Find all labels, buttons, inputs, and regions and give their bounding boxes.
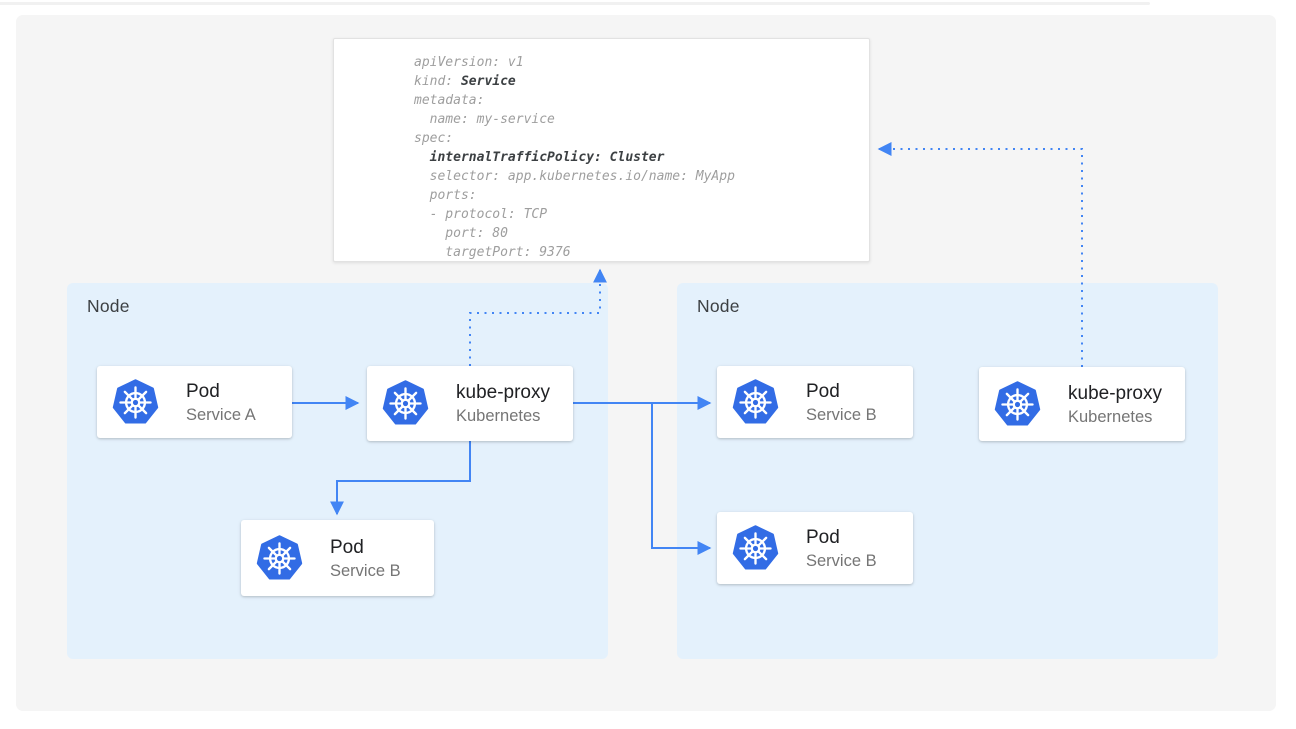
card-subtitle: Service B <box>806 551 877 570</box>
yaml-line: selector: app.kubernetes.io/name: MyApp <box>414 169 735 184</box>
yaml-line: ports: <box>414 188 477 203</box>
yaml-line: spec: <box>414 131 454 146</box>
yaml-line: kind: Service <box>414 74 516 89</box>
yaml-line: - protocol: TCP <box>414 207 548 222</box>
card-title: Pod <box>806 380 840 402</box>
card-title: Pod <box>330 536 364 558</box>
yaml-line: metadata: <box>414 93 485 108</box>
card-subtitle: Service B <box>330 561 401 580</box>
kube-proxy-card-left: kube-proxy Kubernetes <box>367 366 573 441</box>
kubernetes-icon <box>994 380 1041 426</box>
card-subtitle: Service A <box>186 405 256 424</box>
node-box-right: Node <box>677 283 1218 659</box>
card-title: Pod <box>806 526 840 548</box>
kube-proxy-card-right: kube-proxy Kubernetes <box>979 367 1185 441</box>
node-label: Node <box>697 296 740 316</box>
pod-service-b-card-right-node-bottom: Pod Service B <box>717 512 913 584</box>
yaml-line: targetPort: 9376 <box>414 245 571 260</box>
kubernetes-icon <box>732 524 779 570</box>
card-subtitle: Kubernetes <box>456 407 541 425</box>
card-title: kube-proxy <box>1068 382 1162 404</box>
kubernetes-icon <box>732 378 779 424</box>
yaml-line-internal-traffic-policy: internalTrafficPolicy: Cluster <box>429 150 665 165</box>
yaml-line: name: my-service <box>414 112 555 127</box>
node-box-left: Node <box>67 283 608 659</box>
kubernetes-icon <box>112 378 159 424</box>
pod-service-b-card-left-node: Pod Service B <box>241 520 434 596</box>
card-title: kube-proxy <box>456 382 550 403</box>
pod-service-a-card: Pod Service A <box>97 366 292 438</box>
node-label: Node <box>87 296 130 316</box>
card-title: Pod <box>186 380 220 402</box>
pod-service-b-card-right-node-top: Pod Service B <box>717 366 913 438</box>
kubernetes-icon <box>382 380 429 425</box>
yaml-line: port: 80 <box>414 226 508 241</box>
service-yaml-card: apiVersion: v1 kind: Service metadata: n… <box>333 38 870 262</box>
page-top-divider <box>0 2 1150 5</box>
kubernetes-icon <box>256 534 303 580</box>
card-subtitle: Kubernetes <box>1068 407 1153 426</box>
yaml-line: apiVersion: v1 <box>414 55 524 70</box>
card-subtitle: Service B <box>806 405 877 424</box>
